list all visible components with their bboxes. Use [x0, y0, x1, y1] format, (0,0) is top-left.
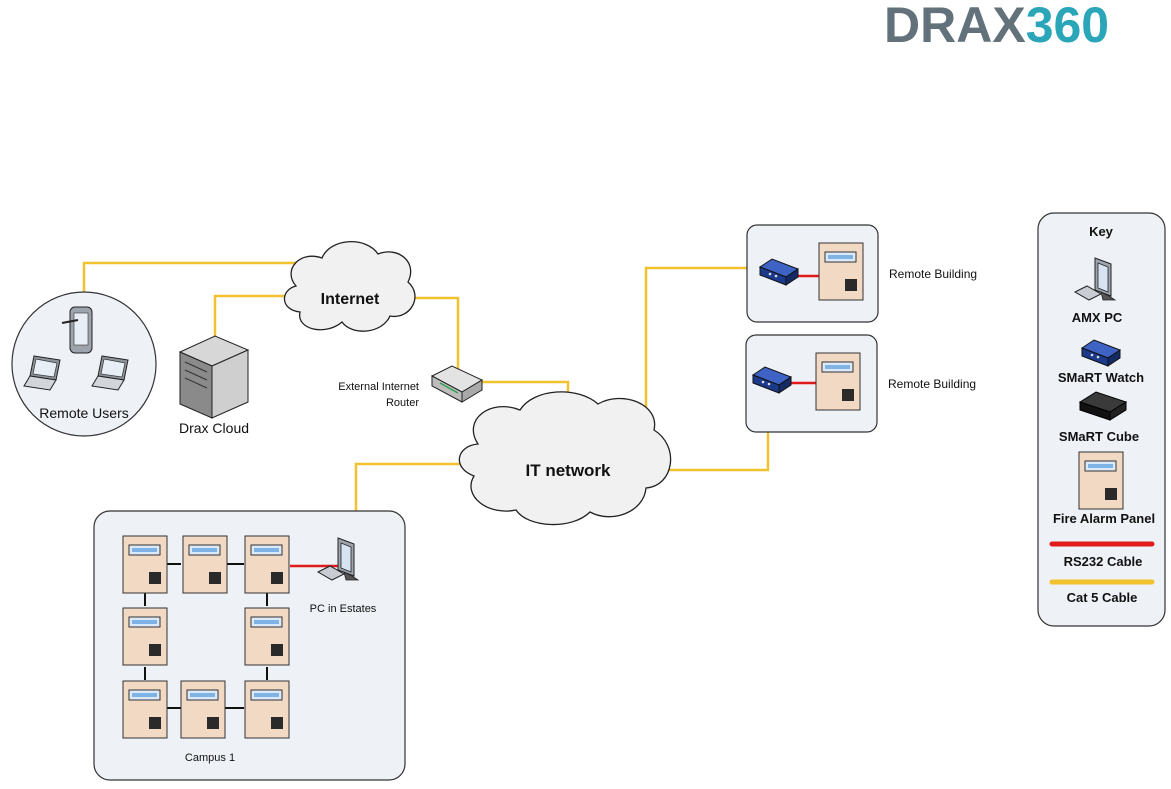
it-network-cloud: IT network — [458, 391, 672, 526]
fire-alarm-panel — [122, 535, 168, 594]
legend-cat5: Cat 5 Cable — [1067, 590, 1138, 605]
tablet-icon — [61, 306, 93, 354]
legend-title: Key — [1089, 224, 1114, 239]
remote-building-1-label: Remote Building — [889, 267, 977, 281]
legend-rs232: RS232 Cable — [1064, 554, 1143, 569]
legend-amx-pc: AMX PC — [1072, 310, 1123, 325]
campus-label: Campus 1 — [185, 752, 235, 764]
fire-alarm-panel-icon — [1078, 451, 1124, 510]
fire-alarm-panel — [818, 242, 864, 301]
fire-alarm-panel — [244, 607, 290, 666]
router-label-line1: External Internet — [338, 381, 419, 393]
legend-smart-cube: SMaRT Cube — [1059, 429, 1139, 444]
router-icon — [430, 365, 484, 403]
fire-alarm-panel — [180, 680, 226, 739]
fire-alarm-panel — [244, 535, 290, 594]
drax360-logo: DRAX360 — [884, 0, 1109, 53]
drax-cloud-label: Drax Cloud — [179, 420, 249, 436]
router-label-line2: Router — [386, 397, 419, 409]
remote-users-group: Remote Users — [11, 291, 157, 437]
server-icon — [178, 335, 250, 419]
fire-alarm-panel — [815, 352, 861, 411]
fire-alarm-panel — [122, 607, 168, 666]
legend-fire-alarm-panel: Fire Alarm Panel — [1053, 511, 1155, 526]
fire-alarm-panel — [244, 680, 290, 739]
fire-alarm-panel — [182, 535, 228, 594]
fire-alarm-panel — [122, 680, 168, 739]
remote-building-2 — [745, 334, 878, 433]
it-network-label: IT network — [525, 461, 611, 480]
internet-cloud: Internet — [283, 241, 416, 332]
remote-building-1 — [746, 224, 879, 323]
remote-building-2-label: Remote Building — [888, 377, 976, 391]
legend-smart-watch: SMaRT Watch — [1058, 370, 1144, 385]
campus-group: PC in Estates Campus 1 — [93, 510, 406, 781]
pc-in-estates-label: PC in Estates — [310, 603, 377, 615]
internet-label: Internet — [321, 291, 380, 308]
legend: Key AMX PC SMaRT Watch SMaRT Cube Fire A… — [1037, 212, 1166, 627]
remote-users-label: Remote Users — [39, 405, 128, 421]
